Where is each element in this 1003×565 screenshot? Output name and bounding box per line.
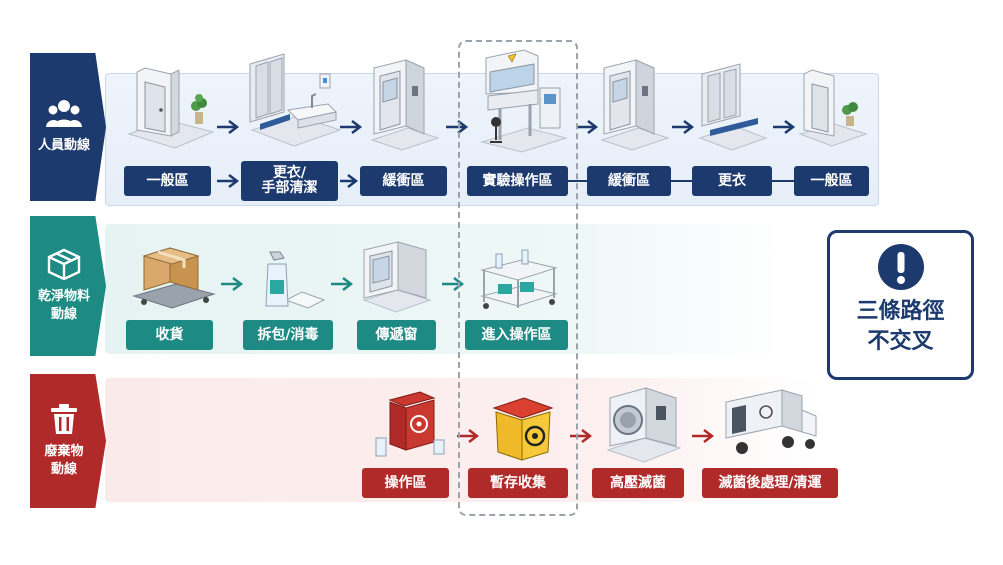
clean-step-unpack-disinfect: 拆包/消毒: [243, 320, 333, 350]
biohazard-icon: [492, 397, 554, 461]
flow-arrow: [217, 120, 240, 134]
waste-lane-title: 廢棄物 動線: [44, 444, 84, 477]
personnel-step-buffer-area: 緩衝區: [360, 166, 447, 196]
box-cart-icon: [132, 247, 216, 309]
waste-step-post-sterilization-disposal: 滅菌後處理/清運: [702, 468, 838, 498]
connector-line: [671, 180, 692, 182]
supply-cart-icon: [480, 249, 558, 309]
flow-arrow: [442, 277, 465, 291]
flow-arrow: [773, 120, 796, 134]
clean-material-lane-title: 乾淨物料 動線: [37, 289, 90, 322]
no-crossing-note-text: 三條路徑 不交叉: [856, 299, 945, 354]
flow-arrow: [221, 277, 244, 291]
clean-material-lane-tab: 乾淨物料 動線: [30, 216, 106, 356]
no-crossing-note: 三條路徑 不交叉: [827, 230, 974, 380]
personnel-step-degowning: 更衣: [692, 166, 772, 196]
personnel-step-lab-operation-area: 實驗操作區: [467, 166, 568, 196]
buffer-room-icon: [370, 59, 440, 151]
clean-step-enter-operation-area: 進入操作區: [465, 320, 568, 350]
personnel-step-general-area: 一般區: [124, 166, 211, 196]
waste-step-temporary-collection: 暫存收集: [468, 468, 568, 498]
waste-step-autoclave: 高壓滅菌: [592, 468, 684, 498]
flow-arrow: [331, 277, 354, 291]
flow-arrow: [692, 429, 715, 443]
connector-line: [772, 180, 794, 182]
waste-step-operation-area: 操作區: [362, 468, 449, 498]
flow-arrow: [446, 120, 469, 134]
flow-arrow: [340, 120, 363, 134]
waste-lane-background: [105, 378, 815, 502]
clean-material-lane-background: [105, 224, 785, 354]
personnel-step-general-area-exit: 一般區: [794, 166, 869, 196]
box-icon: [47, 248, 81, 280]
exclamation-icon: [877, 244, 924, 290]
operation-area-highlight-box: [458, 40, 578, 516]
door-icon: [127, 67, 215, 149]
locker-sink-icon: [249, 53, 342, 147]
biohazard-bin-icon: [375, 391, 445, 457]
clean-step-pass-box: 傳遞窗: [357, 320, 436, 350]
flow-arrow: [457, 429, 480, 443]
flow-arrow: [217, 174, 240, 188]
trash-icon: [51, 404, 77, 434]
personnel-step-buffer-area-exit: 緩衝區: [587, 166, 671, 196]
truck-icon: [725, 389, 817, 454]
personnel-step-gowning-handwash: 更衣/ 手部清潔: [241, 161, 338, 201]
flow-arrow: [672, 120, 695, 134]
pass-box-icon: [362, 241, 432, 313]
disinfectant-spray-icon: [265, 251, 326, 309]
locker-bench-icon: [698, 63, 768, 151]
flow-arrow: [340, 174, 359, 188]
autoclave-icon: [606, 387, 682, 463]
personnel-lane-tab: 人員動線: [30, 53, 106, 201]
flow-arrow: [570, 429, 593, 443]
waste-lane-tab: 廢棄物 動線: [30, 374, 106, 508]
clean-step-receiving: 收貨: [126, 320, 213, 350]
personnel-lane-title: 人員動線: [37, 138, 90, 153]
biosafety-cabinet-icon: [480, 49, 568, 153]
buffer-room-icon: [600, 59, 670, 151]
people-icon: [46, 100, 82, 127]
flow-arrow: [576, 120, 599, 134]
door-icon: [798, 69, 868, 147]
